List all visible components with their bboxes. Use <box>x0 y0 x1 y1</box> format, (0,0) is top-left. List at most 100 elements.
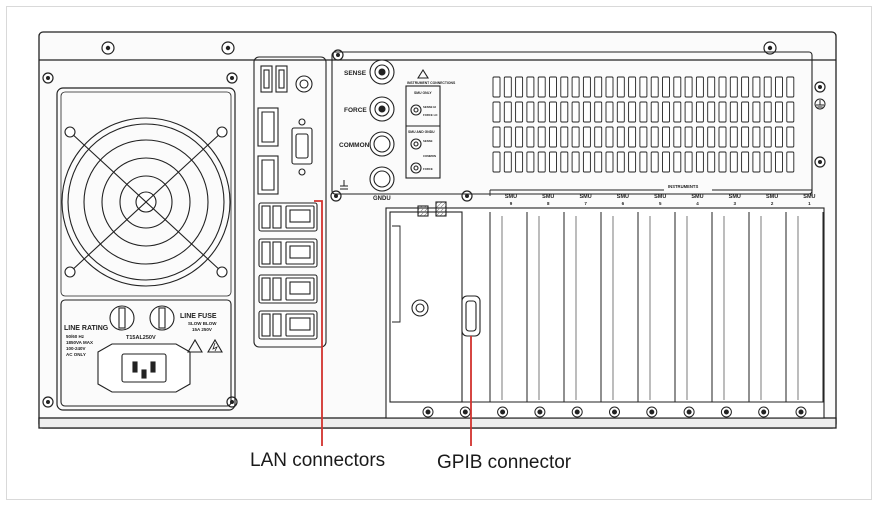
vent-slot <box>639 101 648 123</box>
vent-slot <box>526 101 535 123</box>
lan-connectors-callout: LAN connectors <box>250 450 386 471</box>
smu-slot-number: 2 <box>771 201 774 206</box>
vent-slot <box>526 76 535 98</box>
vent-slot <box>582 76 591 98</box>
vent-slot <box>549 76 557 98</box>
instrument-connections-label: INSTRUMENT CONNECTIONS <box>407 81 456 85</box>
lan-callout-leader <box>314 200 323 446</box>
smu-slot-name: SMU <box>542 194 554 200</box>
vent-slot <box>503 76 512 98</box>
rating-line-4: AC ONLY <box>66 352 86 357</box>
smu-slot-name: SMU <box>579 194 591 200</box>
slot-screw-center <box>798 409 804 415</box>
vent-slot <box>503 151 512 173</box>
vent-slot <box>662 151 670 173</box>
vent-slot <box>503 126 512 148</box>
vent-slot <box>560 76 569 98</box>
smu-slot-name: SMU <box>729 194 741 200</box>
smu-slot-name: SMU <box>505 194 517 200</box>
vent-slot <box>605 101 614 123</box>
smu-slot-number: 6 <box>622 201 625 206</box>
vent-slot <box>763 126 772 148</box>
vent-slot <box>763 151 772 173</box>
vent-slot <box>695 101 704 123</box>
vent-slot <box>752 76 761 98</box>
vent-slot <box>628 101 637 123</box>
vent-slot <box>549 126 557 148</box>
vent-slot <box>616 126 625 148</box>
vent-slot <box>650 76 659 98</box>
vent-slot <box>594 126 603 148</box>
vent-slot <box>763 101 772 123</box>
vent-slot <box>741 76 750 98</box>
vent-slot <box>684 151 693 173</box>
slot-screw-center <box>649 409 655 415</box>
vent-slot <box>775 76 783 98</box>
vent-slot <box>571 126 580 148</box>
vent-slot <box>515 126 524 148</box>
vent-slot <box>673 151 682 173</box>
io-panel <box>253 56 327 348</box>
force-lo-label: FORCE LO <box>423 113 438 117</box>
vent-slot <box>786 101 795 123</box>
vent-slot <box>786 76 795 98</box>
smu-slot-number: 8 <box>547 201 550 206</box>
slot-screw-center <box>537 409 543 415</box>
vent-slot <box>695 151 704 173</box>
vent-slot <box>605 126 614 148</box>
vent-slot <box>616 101 625 123</box>
vent-slot <box>605 151 614 173</box>
chassis-screws <box>42 41 826 408</box>
rating-line-1: 50/60 Hz <box>66 334 85 339</box>
vent-slot <box>492 151 501 173</box>
vent-slot <box>492 101 501 123</box>
vent-slot <box>684 76 693 98</box>
vent-slot <box>515 101 524 123</box>
vent-slot <box>650 101 659 123</box>
vent-slot <box>639 76 648 98</box>
vent-slot <box>763 76 772 98</box>
instrument-labels: SENSE FORCE COMMON GNDU INSTRUMENT CONNE… <box>339 70 698 202</box>
smu-slot-number: 3 <box>734 201 737 206</box>
vent-slot <box>549 151 557 173</box>
line-fuse-label: LINE FUSE <box>180 313 217 320</box>
vent-slot <box>560 101 569 123</box>
power-supply <box>56 87 236 411</box>
smu-and-gndu-label: SMU AND GNDU <box>408 130 435 134</box>
vent-slot <box>616 76 625 98</box>
vent-slot <box>673 101 682 123</box>
instrument-connections <box>331 51 813 195</box>
vent-slot <box>752 151 761 173</box>
vent-slot <box>594 101 603 123</box>
slot-label-bar <box>489 189 813 196</box>
vent-slot <box>695 76 704 98</box>
vent-slot <box>582 101 591 123</box>
vent-slot <box>628 151 637 173</box>
sense-small-label: SENSE <box>423 139 433 143</box>
vent-slot <box>662 76 670 98</box>
vent-slot <box>662 126 670 148</box>
fuse-rating-label: 15A 250V <box>192 327 212 332</box>
smu-slot-number: 5 <box>659 201 662 206</box>
smu-slot-number: 4 <box>696 201 699 206</box>
smu-slot-name: SMU <box>654 194 666 200</box>
vent-slot <box>492 76 501 98</box>
vent-slot <box>526 151 535 173</box>
slow-blow-label: SLOW BLOW <box>188 321 217 326</box>
vent-slot <box>741 101 750 123</box>
vent-slot <box>718 126 727 148</box>
vent-slot <box>707 151 716 173</box>
rating-line-3: 100-240V <box>66 346 86 351</box>
vent-slot <box>594 76 603 98</box>
vent-slot <box>616 151 625 173</box>
smu-slot-number: 7 <box>584 201 587 206</box>
sense-hi-label: SENSE HI <box>423 105 436 109</box>
smu-slot-name: SMU <box>617 194 629 200</box>
vent-slot <box>718 151 727 173</box>
vent-slot <box>741 126 750 148</box>
vent-slot <box>707 101 716 123</box>
ground-icon <box>814 98 826 110</box>
vent-slot <box>526 126 535 148</box>
